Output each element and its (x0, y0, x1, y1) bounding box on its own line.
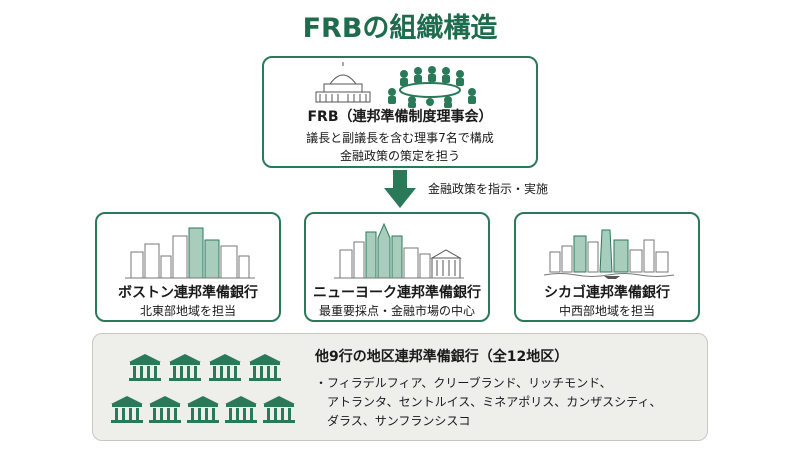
others-list-line: ダラス、サンフランシスコ (327, 414, 471, 428)
bank-description: 最重要採点・金融市場の中心 (318, 304, 475, 318)
bank-buildings-icon (111, 354, 295, 423)
board-role: 金融政策の策定を担う (339, 149, 460, 163)
bank-name: ニューヨーク連邦準備銀行 (313, 285, 481, 301)
chicago-fed-box: シカゴ連邦準備銀行 中西部地域を担当 (514, 212, 700, 322)
others-list-line: アトランタ、セントルイス、ミネアポリス、カンザスシティ、 (327, 395, 662, 409)
boston-skyline-icon (125, 227, 255, 279)
frb-board-box: FRB（連邦準備制度理事会） 議長と副議長を含む理事7名で構成 金融政策の策定を… (262, 56, 538, 168)
boston-fed-box: ボストン連邦準備銀行 北東部地域を担当 (95, 212, 281, 322)
others-heading: 他9行の地区連邦準備銀行（全12地区） (315, 349, 569, 365)
board-description: 議長と副議長を含む理事7名で構成 (306, 131, 494, 145)
down-arrow-icon (384, 170, 416, 208)
bank-name: ボストン連邦準備銀行 (118, 285, 258, 301)
new-york-fed-box: ニューヨーク連邦準備銀行 最重要採点・金融市場の中心 (304, 212, 490, 322)
new-york-skyline-icon (334, 222, 464, 279)
other-district-banks-panel: 他9行の地区連邦準備銀行（全12地区） ・フィラデルフィア、クリーブランド、リッ… (92, 333, 708, 441)
page-title: FRBの組織構造 (302, 13, 498, 44)
bank-name: シカゴ連邦準備銀行 (544, 285, 670, 301)
bank-description: 中西部地域を担当 (558, 304, 655, 318)
board-name: FRB（連邦準備制度理事会） (307, 109, 493, 125)
capitol-and-meeting-icon (315, 62, 476, 108)
chicago-skyline-icon (544, 229, 674, 279)
arrow-label: 金融政策を指示・実施 (428, 182, 549, 196)
others-list-line: ・フィラデルフィア、クリーブランド、リッチモンド、 (315, 376, 612, 390)
bank-description: 北東部地域を担当 (139, 304, 236, 318)
